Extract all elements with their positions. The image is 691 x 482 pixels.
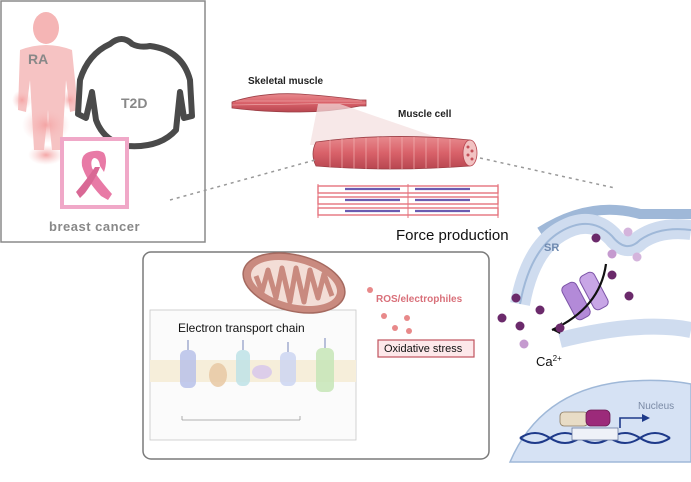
calcium-dots <box>497 227 642 349</box>
disease-panel: RA T2D breast cancer <box>0 0 206 243</box>
muscle-cell-icon <box>312 136 477 170</box>
ros-dots <box>367 287 412 334</box>
ros-label: ROS/electrophiles <box>376 294 463 305</box>
force-production-label: Force production <box>396 227 509 244</box>
sr-label: SR <box>544 242 559 254</box>
oxidative-stress-label: Oxidative stress <box>384 343 463 355</box>
etc-complexes <box>180 348 334 392</box>
transcription-factor-icon <box>559 409 650 441</box>
ra-body-icon <box>12 12 80 165</box>
nucleus-label: Nucleus <box>638 401 674 412</box>
pink-ribbon-icon <box>76 150 112 200</box>
etc-arrows <box>187 338 326 352</box>
connector-right <box>479 157 616 189</box>
muscle-striations <box>329 137 451 169</box>
mitochondria-icon <box>242 252 346 314</box>
etc-panel: Electron transport chain ROS/electrophil… <box>142 251 490 460</box>
t2d-body-icon <box>75 36 195 150</box>
sr-membrane-outer <box>537 204 691 237</box>
muscle-cell-group: Muscle cell <box>312 109 478 170</box>
breast-cancer-label: breast cancer <box>49 219 140 234</box>
oxidative-stress-box <box>377 339 475 358</box>
muscle-cell-label: Muscle cell <box>398 109 452 120</box>
skeletal-muscle-label: Skeletal muscle <box>248 76 323 87</box>
sarcomere-icon <box>317 184 499 218</box>
calcium-label: Ca2+ <box>536 354 562 369</box>
ribbon-frame <box>60 137 129 209</box>
t2d-label: T2D <box>121 95 147 111</box>
etc-label: Electron transport chain <box>178 321 305 335</box>
sr-panel: SR Ca2+ Nucleus <box>497 204 691 463</box>
ra-label: RA <box>28 51 48 67</box>
